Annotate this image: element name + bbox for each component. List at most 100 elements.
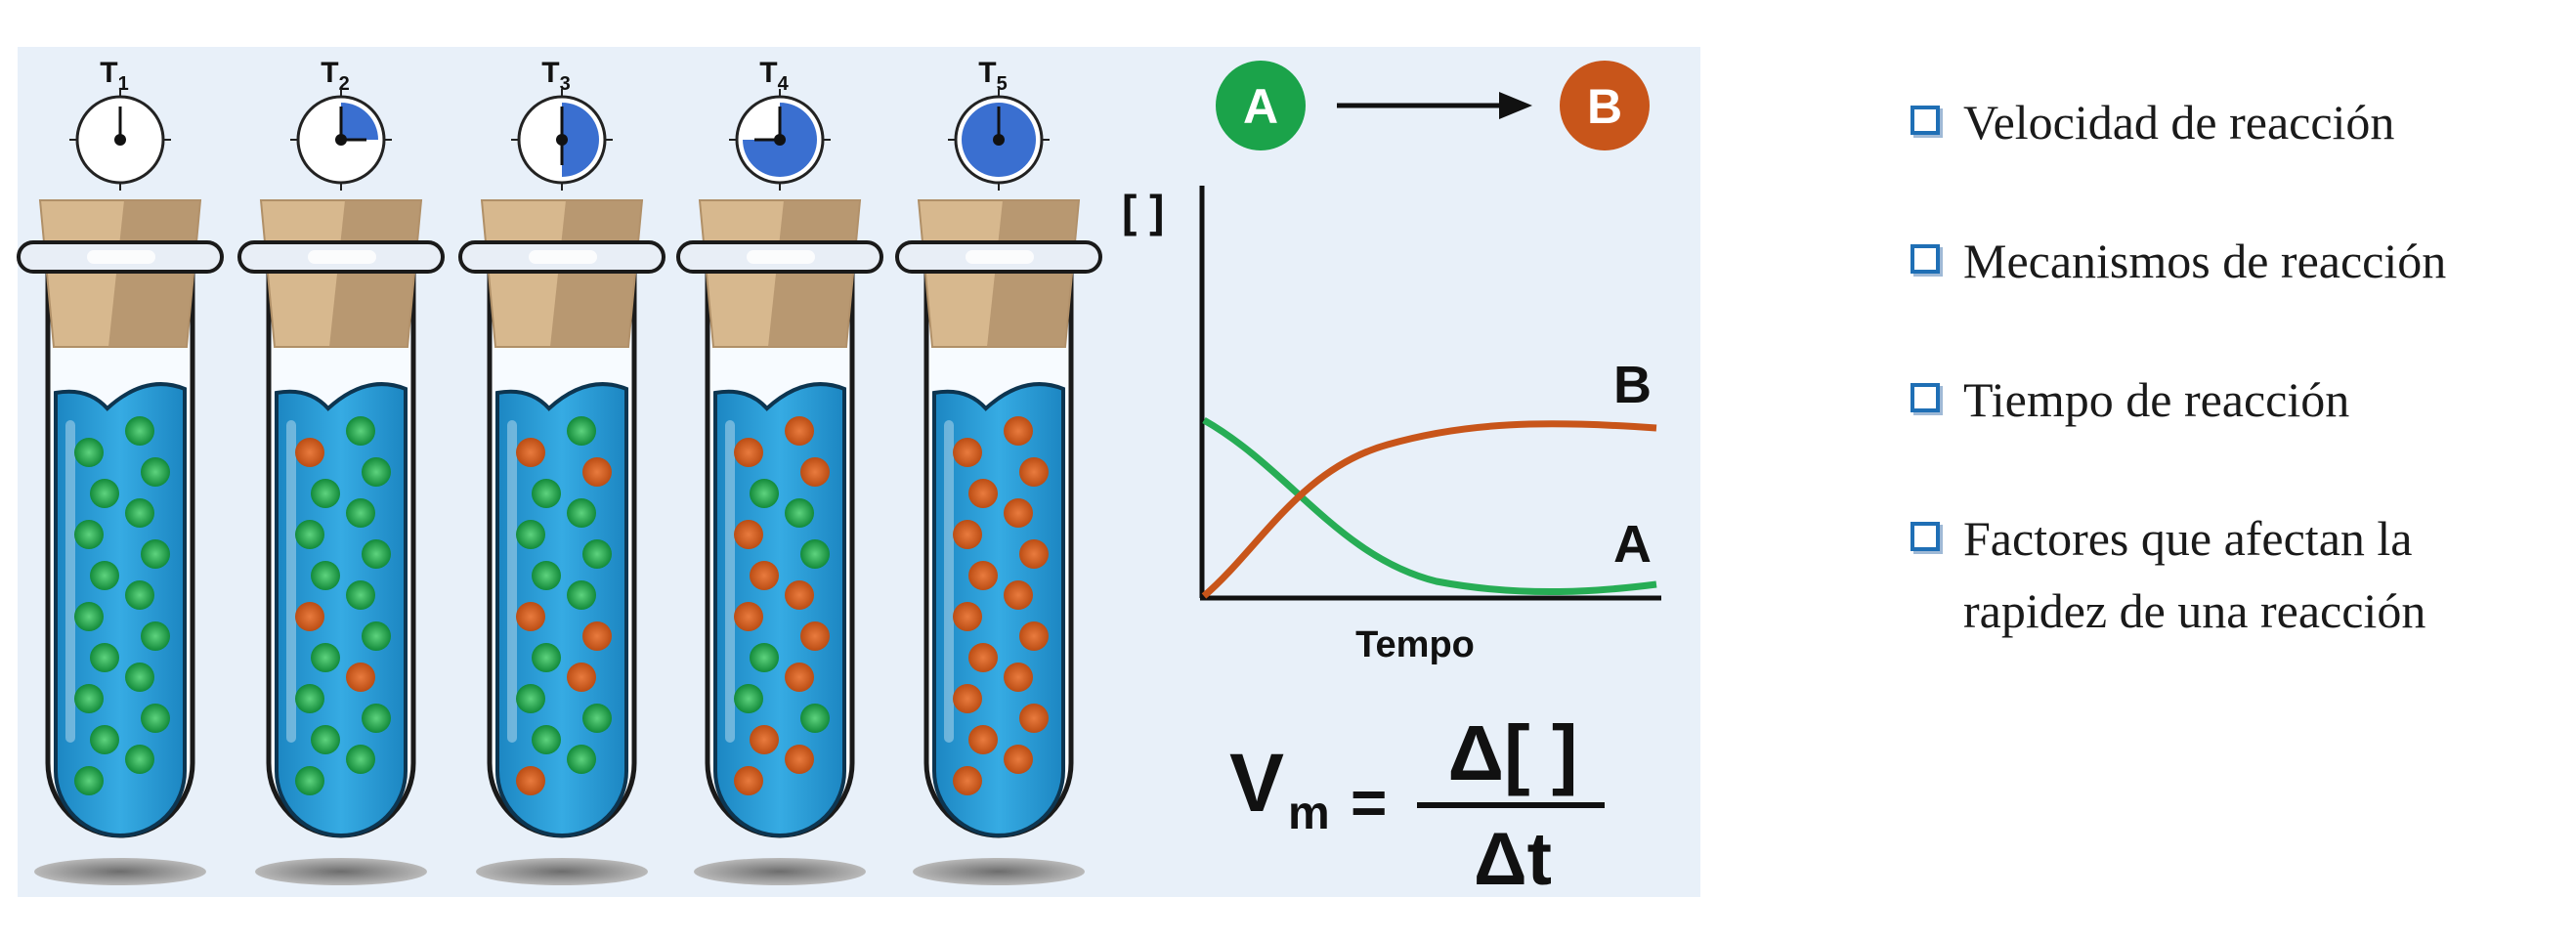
product-particle <box>968 479 998 508</box>
reactant-particle <box>582 704 612 733</box>
formula-equals: = <box>1351 767 1387 837</box>
product-particle <box>734 766 763 795</box>
product-particle <box>1004 663 1033 692</box>
reactant-particle <box>295 684 324 713</box>
tube-shadow <box>913 858 1085 885</box>
concentration-graph: [ ] B A Tempo <box>1122 186 1661 665</box>
product-particle <box>750 725 779 754</box>
particle-group <box>953 416 1049 795</box>
reactant-particle <box>532 479 561 508</box>
reactant-particle <box>362 539 391 569</box>
reactant-particle <box>125 498 154 528</box>
product-particle <box>968 561 998 590</box>
reactant-particle <box>582 539 612 569</box>
clock-icon <box>69 89 171 191</box>
reactant-particle <box>311 725 340 754</box>
reactant-particle <box>516 684 545 713</box>
product-particle <box>516 766 545 795</box>
product-particle <box>800 621 830 651</box>
reactant-particle <box>125 663 154 692</box>
formula-denominator: Δt <box>1474 818 1552 901</box>
reactant-particle <box>532 561 561 590</box>
particle-group <box>295 416 391 795</box>
curve-b-label: B <box>1613 356 1652 414</box>
reactant-particle <box>346 580 375 610</box>
test-tube <box>17 199 224 885</box>
product-particle <box>800 457 830 487</box>
topic-list: Velocidad de reacción Mecanismos de reac… <box>1911 86 2565 713</box>
product-particle <box>1004 416 1033 446</box>
clock-icon <box>729 89 831 191</box>
reactant-particle <box>346 745 375 774</box>
product-particle <box>1019 621 1049 651</box>
reactant-particle <box>311 479 340 508</box>
product-particle <box>1019 457 1049 487</box>
product-particle <box>734 602 763 631</box>
checkbox-square-icon <box>1911 522 1940 551</box>
particle-group <box>734 416 830 795</box>
reactant-particle <box>141 704 170 733</box>
test-tube-row <box>17 199 1102 885</box>
curve-b <box>1201 420 1657 599</box>
reactant-particle <box>346 416 375 446</box>
test-tube <box>458 199 665 885</box>
reactant-particle <box>567 416 596 446</box>
product-particle <box>953 684 982 713</box>
product-particle <box>516 602 545 631</box>
particle-group <box>516 416 612 795</box>
reactant-particle <box>362 704 391 733</box>
curve-a <box>1202 416 1657 596</box>
product-particle <box>785 663 814 692</box>
checkbox-square-icon <box>1911 244 1940 274</box>
topic-label: Tiempo de reacción <box>1963 372 2350 427</box>
reaction-arrow-head <box>1499 92 1532 119</box>
reactant-particle <box>362 457 391 487</box>
reactant-particle <box>141 621 170 651</box>
reactant-particle <box>90 643 119 672</box>
checkbox-square-icon <box>1911 383 1940 412</box>
curve-a-label: A <box>1613 515 1652 574</box>
reactant-particle <box>74 602 104 631</box>
reactant-particle <box>567 745 596 774</box>
reactant-particle <box>90 561 119 590</box>
product-particle <box>1004 580 1033 610</box>
clock-icon <box>290 89 392 191</box>
reactant-particle <box>734 684 763 713</box>
product-particle <box>785 580 814 610</box>
reactant-particle <box>516 520 545 549</box>
reactant-particle <box>74 766 104 795</box>
product-particle <box>1004 498 1033 528</box>
tube-shadow <box>34 858 206 885</box>
product-particle <box>295 438 324 467</box>
clock-label: T2 <box>321 57 349 95</box>
reactant-particle <box>311 561 340 590</box>
reactant-particle <box>141 539 170 569</box>
product-particle <box>516 438 545 467</box>
topic-list-item: Tiempo de reacción <box>1911 364 2565 436</box>
reactant-particle <box>800 704 830 733</box>
product-particle <box>785 416 814 446</box>
reactant-particle <box>362 621 391 651</box>
topic-list-item: Factores que afectan la rapidez de una r… <box>1911 502 2565 647</box>
product-particle <box>734 438 763 467</box>
tube-shadow <box>255 858 427 885</box>
product-particle <box>567 663 596 692</box>
product-particle <box>295 602 324 631</box>
reactant-particle <box>90 479 119 508</box>
clock-label: T5 <box>978 57 1007 95</box>
reactant-particle <box>567 580 596 610</box>
tube-shadow <box>694 858 866 885</box>
test-tube <box>237 199 445 885</box>
product-particle <box>968 725 998 754</box>
reactant-particle <box>125 580 154 610</box>
product-particle <box>1004 745 1033 774</box>
reactant-particle <box>141 457 170 487</box>
particle-group <box>74 416 170 795</box>
product-particle <box>582 457 612 487</box>
product-particle <box>1019 539 1049 569</box>
topic-label: Velocidad de reacción <box>1963 95 2395 150</box>
product-particle <box>968 643 998 672</box>
topic-label: Mecanismos de reacción <box>1963 234 2447 288</box>
